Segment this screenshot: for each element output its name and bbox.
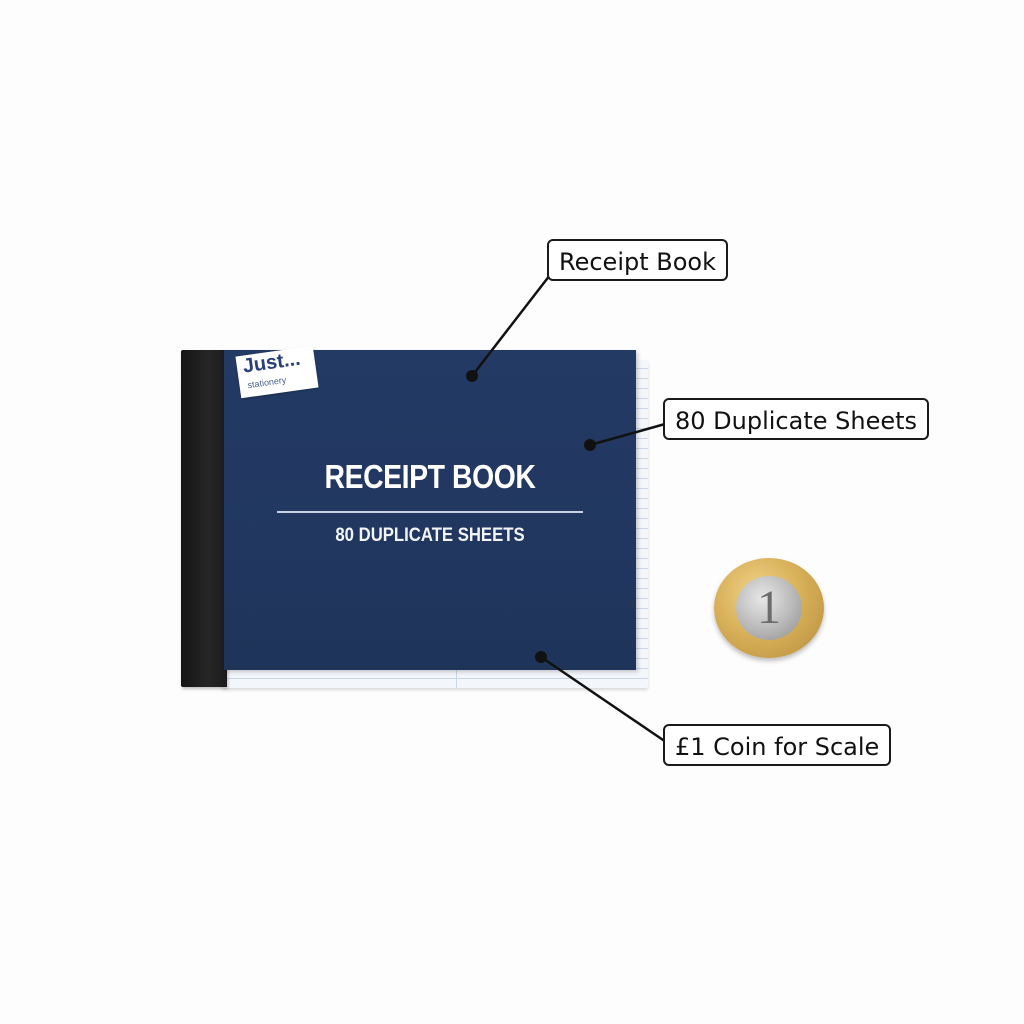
coin-numeral: 1 <box>757 581 781 634</box>
leader-dot-sheets <box>584 439 596 451</box>
coin-centre: 1 <box>736 576 802 640</box>
leader-line-sheets <box>589 422 666 447</box>
book-cover <box>224 350 636 670</box>
leader-dot-coin <box>535 651 547 663</box>
cover-subtitle: 80 DUPLICATE SHEETS <box>335 525 525 546</box>
leader-line-coin <box>540 655 667 744</box>
leader-line-receipt <box>471 274 551 377</box>
page-fold-line <box>456 668 457 688</box>
coin-image: 1 <box>714 558 824 658</box>
cover-title: RECEIPT BOOK <box>324 458 536 495</box>
leader-dot-receipt <box>466 370 478 382</box>
book-spine <box>181 350 227 687</box>
callout-label-duplicate-sheets: 80 Duplicate Sheets <box>663 398 930 440</box>
callout-label-receipt-book: Receipt Book <box>547 239 728 281</box>
callout-label-coin: £1 Coin for Scale <box>663 724 892 766</box>
cover-divider <box>277 511 583 513</box>
